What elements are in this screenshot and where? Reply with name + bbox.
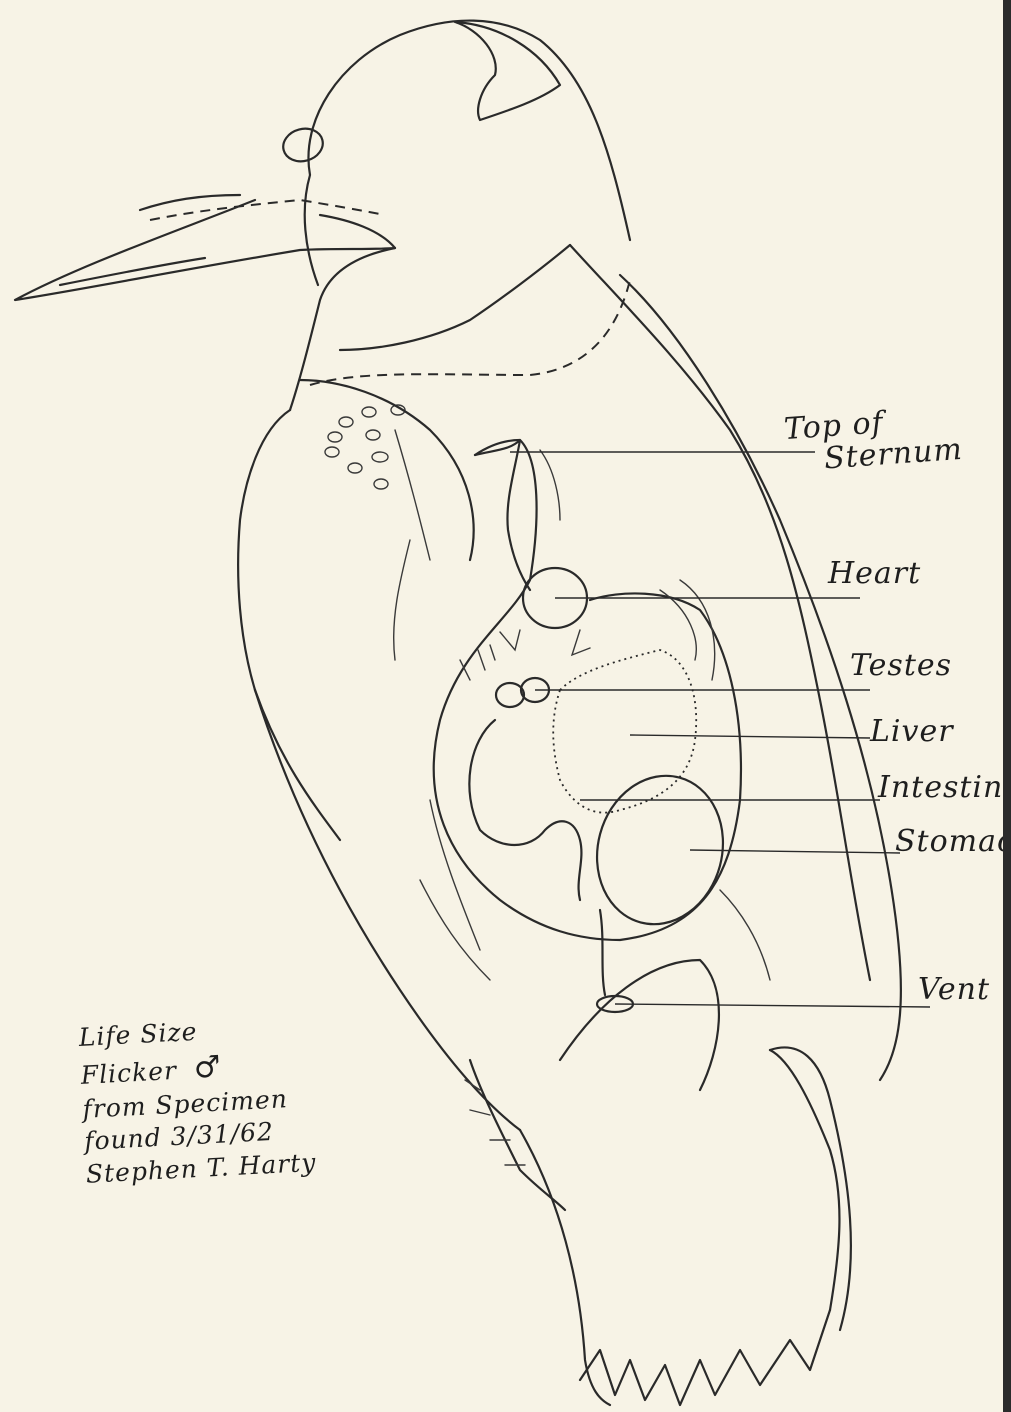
breast-spot — [366, 430, 380, 440]
rib-mark — [460, 645, 495, 680]
head-outline — [305, 21, 630, 285]
label-liver: Liver — [870, 716, 954, 748]
liver-organ — [553, 650, 696, 813]
testes-organ — [496, 683, 524, 707]
breast-spot — [362, 407, 376, 417]
neck-line — [340, 245, 570, 350]
leader-liver — [630, 735, 870, 738]
arrow — [500, 630, 520, 650]
back-inner-outline — [570, 245, 870, 980]
intestine-organ — [469, 720, 581, 900]
collar-dashed-line — [310, 280, 630, 385]
page-edge — [1003, 0, 1011, 1412]
note-flicker: Flicker — [80, 1055, 178, 1089]
crown-patch — [455, 22, 560, 120]
breast-spot — [325, 447, 339, 457]
foot-claws — [465, 1080, 525, 1165]
wing-fold-line — [255, 690, 340, 840]
breast-spot — [348, 463, 362, 473]
label-testes: Testes — [850, 650, 952, 682]
breast-spot — [339, 417, 353, 427]
beak — [15, 200, 395, 300]
male-symbol-icon: ♂ — [193, 1049, 223, 1085]
wing-leading-edge — [238, 410, 290, 690]
label-heart: Heart — [828, 558, 921, 590]
breast-spot — [372, 452, 388, 462]
leader-vent — [615, 1004, 930, 1007]
tail-feathers — [580, 1310, 830, 1405]
label-stomach: Stomac — [895, 826, 1011, 858]
breast-spot — [328, 432, 342, 442]
moustache-line — [150, 200, 385, 220]
beak-lower-line — [60, 258, 205, 285]
label-top-of-sternum: Top of Sternum — [783, 402, 964, 477]
breast-spot — [374, 479, 388, 489]
sternum — [475, 440, 530, 590]
wing-back-line — [300, 380, 474, 560]
tail-outline — [520, 1130, 610, 1405]
eye — [280, 124, 327, 165]
lower-body-outline — [560, 960, 719, 1090]
foot — [470, 1060, 565, 1210]
label-vent: Vent — [918, 974, 990, 1006]
specimen-note: Life Size Flicker ♂ from Specimen found … — [78, 1010, 317, 1191]
arrow — [572, 630, 590, 655]
tail-right-edge — [770, 1050, 839, 1310]
label-intestine: Intestin — [878, 772, 1003, 804]
lower-gut — [600, 910, 605, 995]
feather-strokes — [394, 430, 770, 980]
